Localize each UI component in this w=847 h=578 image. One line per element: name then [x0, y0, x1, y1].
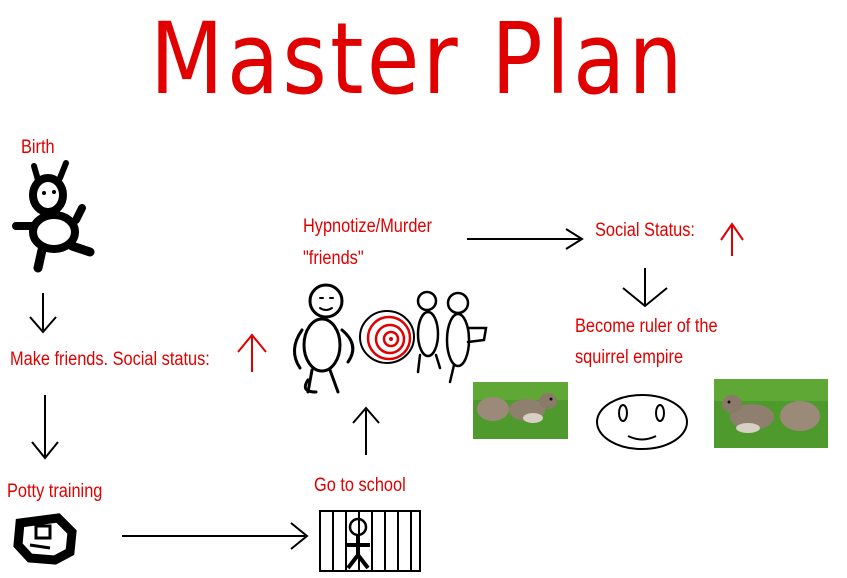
step-hypnotize-label-line2: "friends" [303, 243, 364, 275]
arrow-birth-to-friends [30, 293, 56, 332]
step-hypnotize-label-line1: Hypnotize/Murder [303, 211, 432, 243]
diaper-icon [18, 518, 72, 560]
baby-figure-icon [16, 163, 90, 268]
step-birth-label: Birth [21, 132, 55, 164]
squirrel-photo-icon [714, 379, 828, 448]
smiley-face-icon [597, 395, 687, 449]
step-potty-training-label: Potty training [7, 476, 102, 508]
hypno-spiral-icon [360, 311, 414, 363]
up-arrow-icon [238, 335, 266, 372]
step-ruler-label-line2: squirrel empire [575, 342, 683, 374]
step-go-to-school-label: Go to school [314, 470, 406, 502]
step-make-friends-label: Make friends. Social status: [10, 344, 210, 376]
arrow-school-to-hypnotize [353, 408, 379, 455]
squirrel-photo-icon [473, 382, 568, 439]
step-social-status-label: Social Status: [595, 215, 695, 247]
page-title: Master Plan [150, 2, 686, 116]
arrow-potty-to-school [122, 523, 307, 549]
jail-cell-icon [320, 511, 420, 571]
up-arrow-icon [721, 224, 743, 256]
arrow-status-to-ruler [623, 268, 667, 306]
step-ruler-label-line1: Become ruler of the [575, 311, 718, 343]
arrow-friends-to-potty [32, 395, 58, 458]
arrow-hypnotize-to-status [467, 229, 582, 249]
